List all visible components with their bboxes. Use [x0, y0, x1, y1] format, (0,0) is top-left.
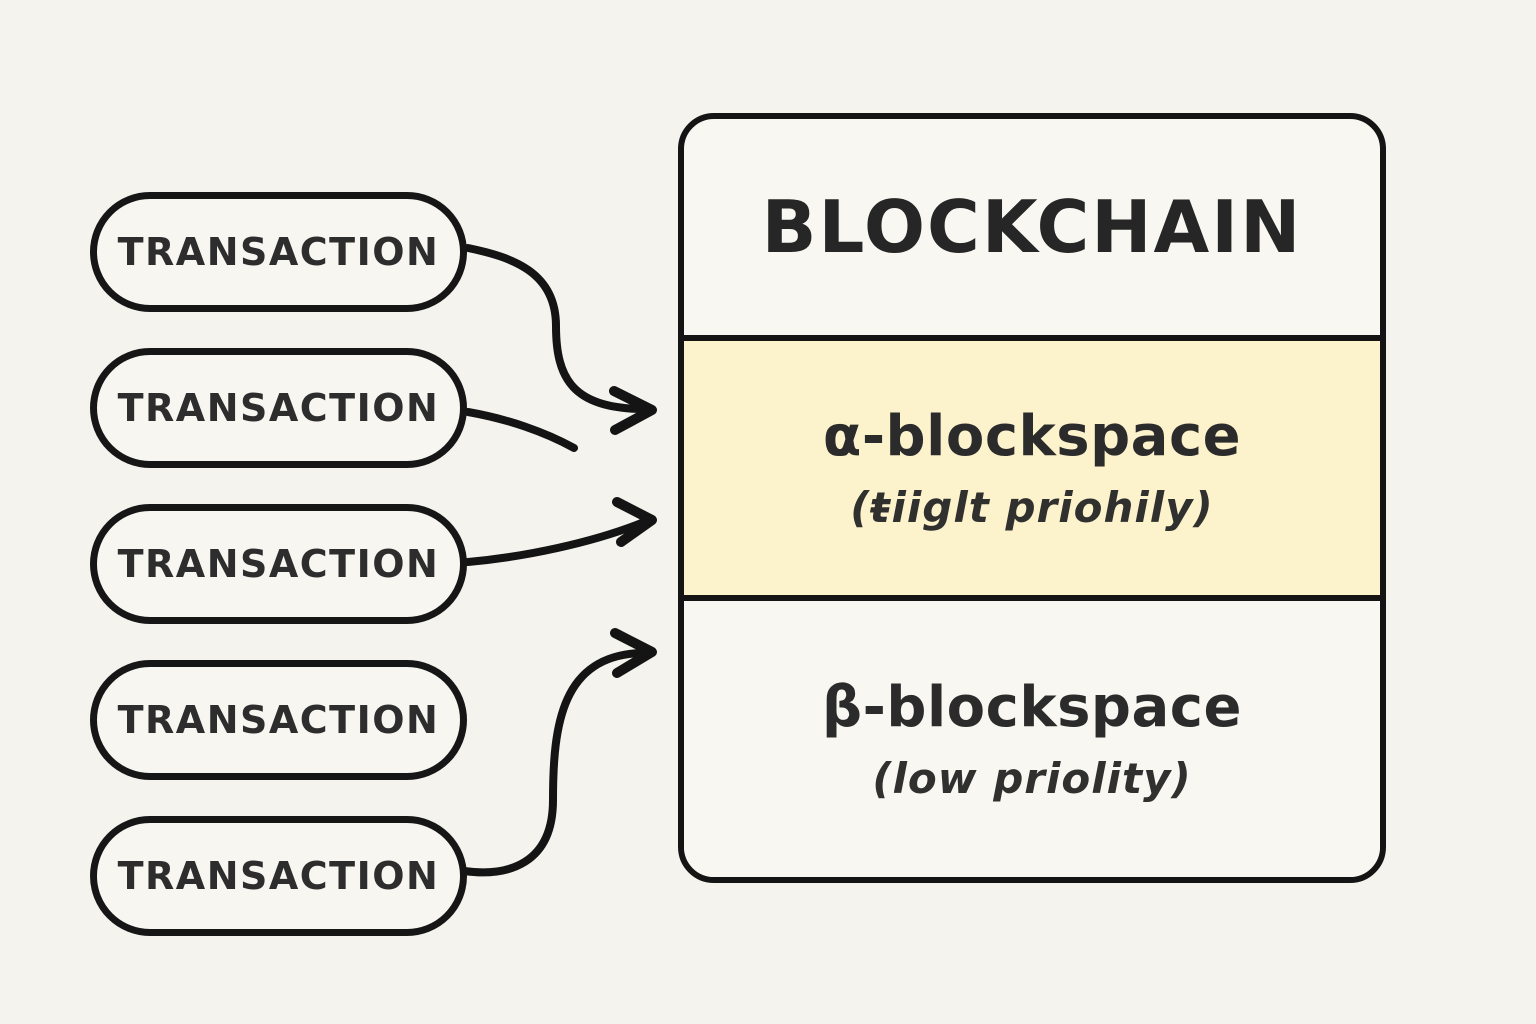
transaction-label: TRANSACTION [117, 854, 440, 898]
blockchain-header: BLOCKCHAIN [684, 119, 1380, 335]
beta-blockspace-subheading: (low priolity) [872, 754, 1192, 803]
arrowhead-icon [612, 497, 657, 547]
alpha-blockspace-subheading: (ŧiiglt priohily) [850, 483, 1214, 532]
transaction-pill-3: TRANSACTION [90, 504, 467, 624]
alpha-blockspace-section: α-blockspace (ŧiiglt priohily) [684, 335, 1380, 601]
arrow-transaction1-to-alpha [464, 244, 657, 435]
transaction-pill-1: TRANSACTION [90, 192, 467, 312]
beta-blockspace-section: β-blockspace (low priolity) [684, 601, 1380, 877]
transaction-pill-5: TRANSACTION [90, 816, 467, 936]
transaction-pill-4: TRANSACTION [90, 660, 467, 780]
transaction-label: TRANSACTION [117, 698, 440, 742]
arrow-transaction3-to-alpha [464, 497, 657, 566]
transaction-label: TRANSACTION [117, 386, 440, 430]
arrowhead-icon [610, 628, 657, 678]
blockchain-box: BLOCKCHAIN α-blockspace (ŧiiglt priohily… [678, 113, 1386, 883]
beta-blockspace-heading: β-blockspace [822, 675, 1242, 740]
line-transaction2-unfinished [464, 408, 578, 452]
transaction-label: TRANSACTION [117, 542, 440, 586]
transaction-pill-2: TRANSACTION [90, 348, 467, 468]
arrow-transaction5-to-beta [460, 628, 657, 877]
alpha-blockspace-heading: α-blockspace [822, 404, 1242, 469]
arrowhead-icon [609, 386, 657, 435]
blockchain-title: BLOCKCHAIN [761, 185, 1303, 269]
transaction-label: TRANSACTION [117, 230, 440, 274]
